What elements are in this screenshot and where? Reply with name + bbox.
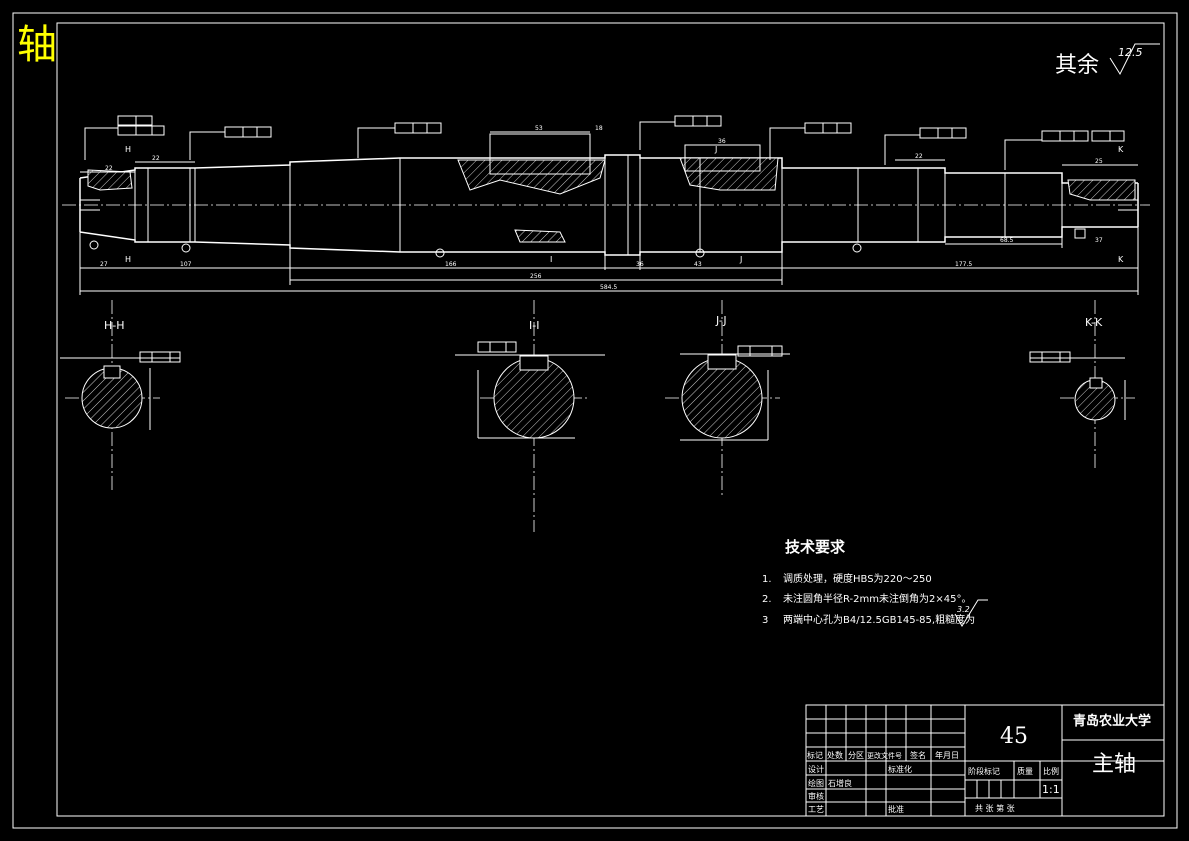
- roughness-note-value: 12.5: [1118, 46, 1143, 59]
- sheet-info: 共 张 第 张: [975, 803, 1015, 813]
- section-k: K-K: [1029, 300, 1135, 470]
- dim-d9: 25: [1095, 158, 1103, 165]
- design-label: 设计: [808, 764, 824, 774]
- header-col-6: 年月日: [935, 750, 959, 760]
- dim-len-mid2: 256: [530, 273, 542, 280]
- material: 45: [1000, 724, 1028, 749]
- section-label-k: K-K: [1085, 316, 1103, 329]
- approve-label: 批准: [888, 804, 904, 814]
- svg-text:J: J: [714, 145, 717, 154]
- title-block: 45 青岛农业大学 主轴 标记 处数 分区 更改文件号 签名 年月日 设计 标准…: [805, 704, 1165, 817]
- drawer-name: 石增良: [828, 778, 852, 788]
- part-name: 主轴: [1092, 752, 1136, 777]
- svg-text:K: K: [1118, 145, 1124, 154]
- svg-text:H: H: [125, 145, 131, 154]
- dim-d2: 22: [105, 165, 113, 172]
- dim-len-j: 36: [636, 261, 644, 268]
- tech-item-3-text: 两端中心孔为B4/12.5GB145-85,粗糙度为: [783, 613, 975, 626]
- tech-requirements-title: 技术要求: [785, 538, 846, 556]
- section-h: H-H: [60, 300, 181, 492]
- header-col-3: 分区: [848, 751, 864, 760]
- roughness-note: 其余 12.5: [1055, 43, 1160, 78]
- tech-item-3-roughness: 3.2: [957, 605, 970, 614]
- dim-len-total: 584.5: [600, 284, 617, 291]
- dim-d5: 36: [718, 138, 726, 145]
- dim-len-a: 27: [100, 261, 108, 268]
- section-i: I-I: [455, 300, 605, 532]
- weight-label: 质量: [1017, 766, 1033, 776]
- dim-len-right: 177.5: [955, 261, 972, 268]
- header-col-5: 签名: [910, 750, 926, 760]
- dim-len-left: 107: [180, 261, 192, 268]
- process-label: 工艺: [808, 805, 824, 814]
- dim-d1: 22: [152, 155, 160, 162]
- stage-label: 阶段标记: [968, 766, 1000, 776]
- shaft-main-view: [62, 133, 1150, 256]
- school-name: 青岛农业大学: [1073, 713, 1151, 729]
- tech-item-2-text: 未注圆角半径R-2mm未注倒角为2×45°。: [783, 592, 971, 605]
- check-label: 审核: [808, 791, 824, 801]
- dim-len-k3: 37: [1095, 237, 1103, 244]
- dim-d3: 53: [535, 125, 543, 132]
- dim-len-k: 43: [694, 261, 702, 268]
- tech-item-2-num: 2.: [762, 594, 772, 605]
- section-j: J-J: [665, 300, 790, 495]
- tech-item-1-num: 1.: [762, 574, 772, 585]
- tech-item-3-num: 3: [762, 615, 768, 626]
- outer-border: [12, 12, 1178, 829]
- tolerance-frames: [84, 115, 1125, 170]
- header-col-2: 处数: [827, 750, 843, 760]
- header-col-4: 更改文件号: [867, 751, 902, 760]
- scale-label: 比例: [1043, 766, 1059, 776]
- dim-len-k2: 68.5: [1000, 237, 1014, 244]
- drawing-label: 绘图: [808, 778, 824, 788]
- svg-text:H: H: [125, 255, 131, 264]
- section-markers: H H I J J K K: [89, 145, 1124, 264]
- dim-len-mid: 166: [445, 261, 457, 268]
- inner-border: [56, 22, 1165, 817]
- dim-d4: 18: [595, 125, 603, 132]
- roughness-note-text: 其余: [1055, 53, 1099, 78]
- svg-text:J: J: [739, 255, 742, 264]
- header-col-1: 标记: [807, 750, 823, 760]
- tech-item-1-text: 调质处理，硬度HBS为220～250: [783, 572, 932, 585]
- corner-label: 轴: [17, 22, 57, 68]
- svg-text:K: K: [1118, 255, 1124, 264]
- section-label-j: J-J: [715, 314, 727, 327]
- standardize-label: 标准化: [888, 764, 912, 774]
- tech-requirements: 技术要求 1. 调质处理，硬度HBS为220～250 2. 未注圆角半径R-2m…: [762, 538, 988, 627]
- dim-d6: 22: [915, 153, 923, 160]
- upper-dimensions: 22 22 53 18 36 22 25: [80, 125, 1138, 173]
- scale-value: 1:1: [1042, 783, 1060, 796]
- svg-text:I: I: [550, 255, 552, 264]
- length-dimensions: 107 166 36 43 177.5 256 584.5 68.5 37 27: [79, 227, 1139, 295]
- section-label-h: H-H: [104, 319, 125, 332]
